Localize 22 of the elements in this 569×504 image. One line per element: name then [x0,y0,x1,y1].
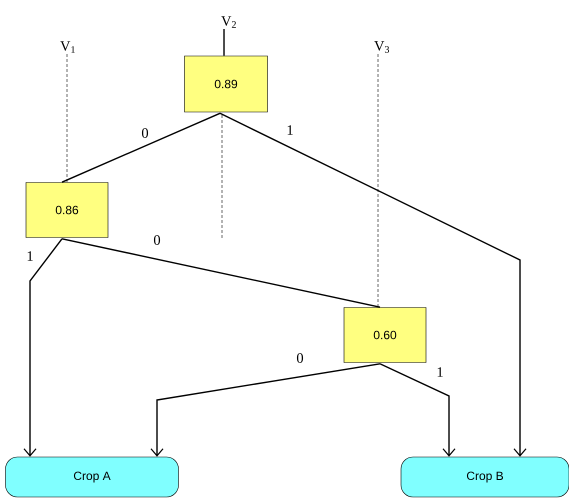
decision-box: 0.89 [184,56,268,112]
arrow [380,363,456,457]
decision-box: 0.60 [344,307,426,363]
edge-label: 1 [285,124,295,136]
variable-label: V$_{1}$ [60,41,75,53]
edge-label: 0 [295,352,305,364]
variable-label: V$_{3}$ [374,41,390,53]
edge-label: 0 [152,234,162,246]
arrow [150,363,380,457]
arrow [24,238,63,457]
connector-line [62,112,220,183]
edge-label: 1 [25,250,35,262]
decision-box: 0.86 [26,182,108,238]
outcome-box: Crop B [400,456,569,498]
edge-label: 1 [435,366,445,378]
variable-label: V$_{2}$ [221,16,236,28]
arrow [220,112,526,457]
dashed-line [66,54,68,182]
edge-label: 0 [140,127,150,139]
connector-line [62,238,380,308]
outcome-box: Crop A [5,456,179,498]
connector-line [223,29,225,56]
